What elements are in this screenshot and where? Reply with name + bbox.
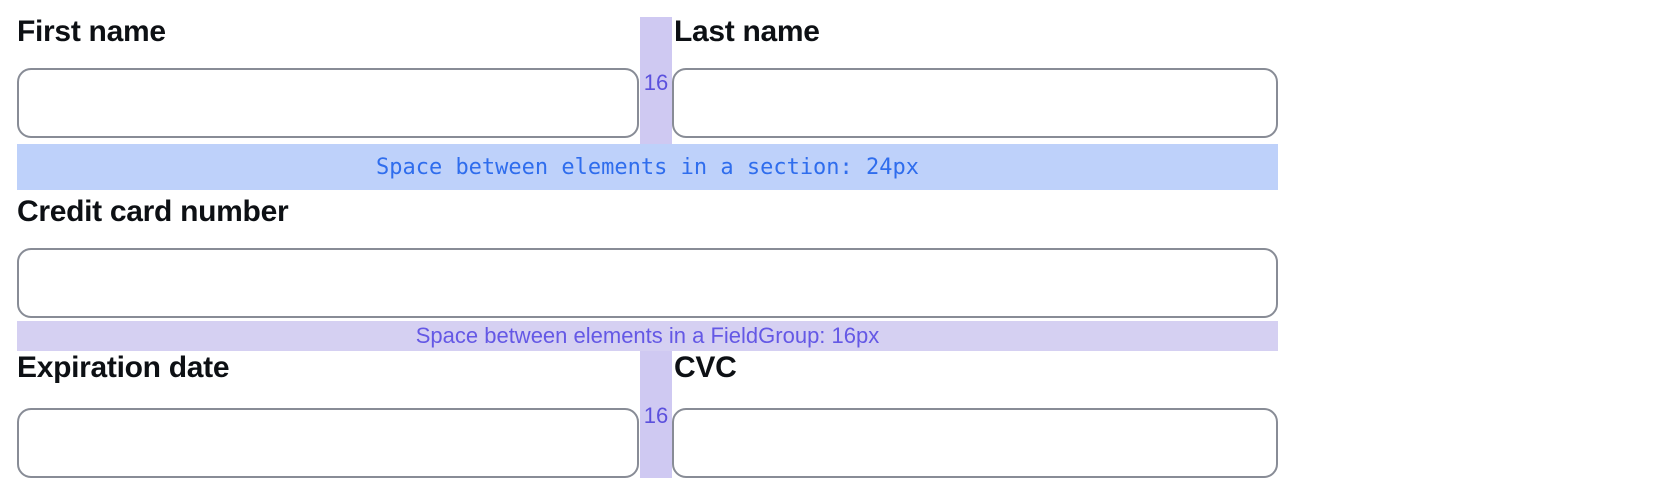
column-gap-value-row1: 16 xyxy=(643,70,669,95)
first-name-input[interactable] xyxy=(17,68,639,138)
column-gap-highlight-row1 xyxy=(640,17,672,144)
section-spacing-band: Space between elements in a section: 24p… xyxy=(17,144,1278,190)
section-spacing-label: Space between elements in a section: 24p… xyxy=(375,154,920,180)
column-gap-highlight-row3 xyxy=(640,351,672,478)
credit-card-number-input[interactable] xyxy=(17,248,1278,318)
expiration-date-label: Expiration date xyxy=(17,351,230,384)
cvc-input[interactable] xyxy=(672,408,1278,478)
last-name-label: Last name xyxy=(674,15,820,48)
fieldgroup-spacing-label: Space between elements in a FieldGroup: … xyxy=(415,323,880,348)
first-name-label: First name xyxy=(17,15,166,48)
cvc-label: CVC xyxy=(674,351,737,384)
fieldgroup-spacing-band: Space between elements in a FieldGroup: … xyxy=(17,321,1278,351)
expiration-date-input[interactable] xyxy=(17,408,639,478)
last-name-input[interactable] xyxy=(672,68,1278,138)
credit-card-number-label: Credit card number xyxy=(17,195,289,228)
column-gap-value-row3: 16 xyxy=(643,403,669,428)
